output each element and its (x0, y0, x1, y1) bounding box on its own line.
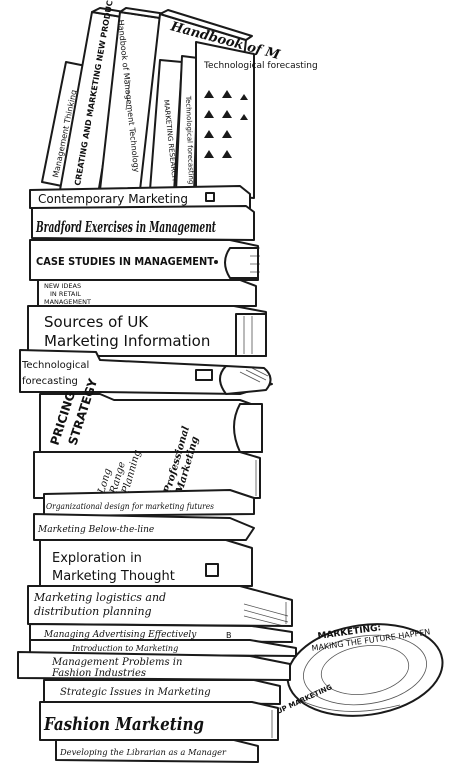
book-pricing-strategy: PRICING STRATEGY (39, 377, 263, 453)
svg-text:CASE STUDIES IN MANAGEMENT: CASE STUDIES IN MANAGEMENT (36, 255, 214, 268)
arrow-pattern-icon (204, 90, 248, 158)
book-tech-forecasting-cover: Technological forecasting (195, 41, 318, 199)
svg-text:Exploration in: Exploration in (52, 551, 142, 566)
book-managing-advertising: Managing Advertising Effectively B (29, 623, 293, 643)
book-long-range-professional: Long Range Planning Professional Marketi… (33, 425, 261, 499)
svg-text:MANAGEMENT: MANAGEMENT (44, 298, 91, 306)
book-organizational-design: Organizational design for marketing futu… (43, 489, 255, 517)
svg-text:Managing Advertising Effective: Managing Advertising Effectively (43, 630, 197, 640)
svg-text:Strategic Issues in Marketing: Strategic Issues in Marketing (60, 687, 211, 698)
marketing-disc: MARKETING: MAKING THE FUTURE HAPPEN UP M… (275, 623, 444, 717)
book-fashion-marketing: Fashion Marketing (39, 701, 279, 741)
svg-text:Organizational design for mark: Organizational design for marketing futu… (46, 502, 214, 511)
svg-text:Technological: Technological (21, 360, 89, 371)
svg-text:Marketing logistics and: Marketing logistics and (33, 591, 166, 604)
svg-text:Fashion Marketing: Fashion Marketing (43, 714, 204, 735)
book-contemporary-marketing: Contemporary Marketing (29, 185, 251, 209)
svg-text:Marketing Below-the-line: Marketing Below-the-line (37, 525, 154, 535)
book-strategic-issues: Strategic Issues in Marketing (43, 679, 281, 705)
svg-text:Marketing Information: Marketing Information (44, 332, 210, 350)
svg-text:Fashion Industries: Fashion Industries (51, 668, 146, 679)
svg-text:Technological forecasting: Technological forecasting (203, 61, 318, 71)
book-exploration: Exploration in Marketing Thought (39, 539, 253, 587)
top-leaning-books: Management Thinking CREATING AND MARKETI… (41, 0, 318, 201)
svg-text:Management Problems in: Management Problems in (51, 657, 182, 668)
book-developing-librarian: Developing the Librarian as a Manager (55, 739, 259, 763)
book-bradford-exercises: Bradford Exercises in Management (31, 205, 255, 241)
svg-text:NEW IDEAS: NEW IDEAS (44, 282, 81, 290)
svg-text:Developing the Librarian as a: Developing the Librarian as a Manager (59, 748, 227, 758)
main-stack: Contemporary Marketing Bradford Exercise… (17, 185, 297, 763)
svg-text:forecasting: forecasting (22, 376, 78, 387)
stack-page-edges (243, 212, 289, 738)
book-sources-uk: Sources of UK Marketing Information (27, 305, 267, 357)
svg-text:Bradford Exercises in Manageme: Bradford Exercises in Management (35, 218, 216, 236)
svg-text:Technological forecasting: Technological forecasting (184, 95, 195, 185)
svg-text:Marketing Thought: Marketing Thought (52, 569, 175, 584)
svg-text:Contemporary Marketing: Contemporary Marketing (38, 192, 188, 206)
book-tech-forecasting: Technological forecasting (19, 349, 273, 395)
book-marketing-logistics: Marketing logistics and distribution pla… (27, 585, 293, 627)
book-new-ideas-retail: NEW IDEAS IN RETAIL MANAGEMENT (37, 279, 257, 307)
svg-text:Introduction to Marketing: Introduction to Marketing (71, 644, 178, 653)
svg-text:Sources of UK: Sources of UK (44, 313, 149, 331)
book-below-the-line: Marketing Below-the-line (33, 513, 255, 541)
svg-text:distribution planning: distribution planning (34, 605, 152, 618)
book-mark-icon: B (226, 631, 232, 640)
svg-text:IN RETAIL: IN RETAIL (50, 290, 81, 298)
book-management-problems-fashion: Management Problems in Fashion Industrie… (17, 651, 291, 681)
book-marketing-research: MARKETING RESEARCH (149, 59, 183, 193)
book-case-studies: CASE STUDIES IN MANAGEMENT (29, 239, 259, 281)
